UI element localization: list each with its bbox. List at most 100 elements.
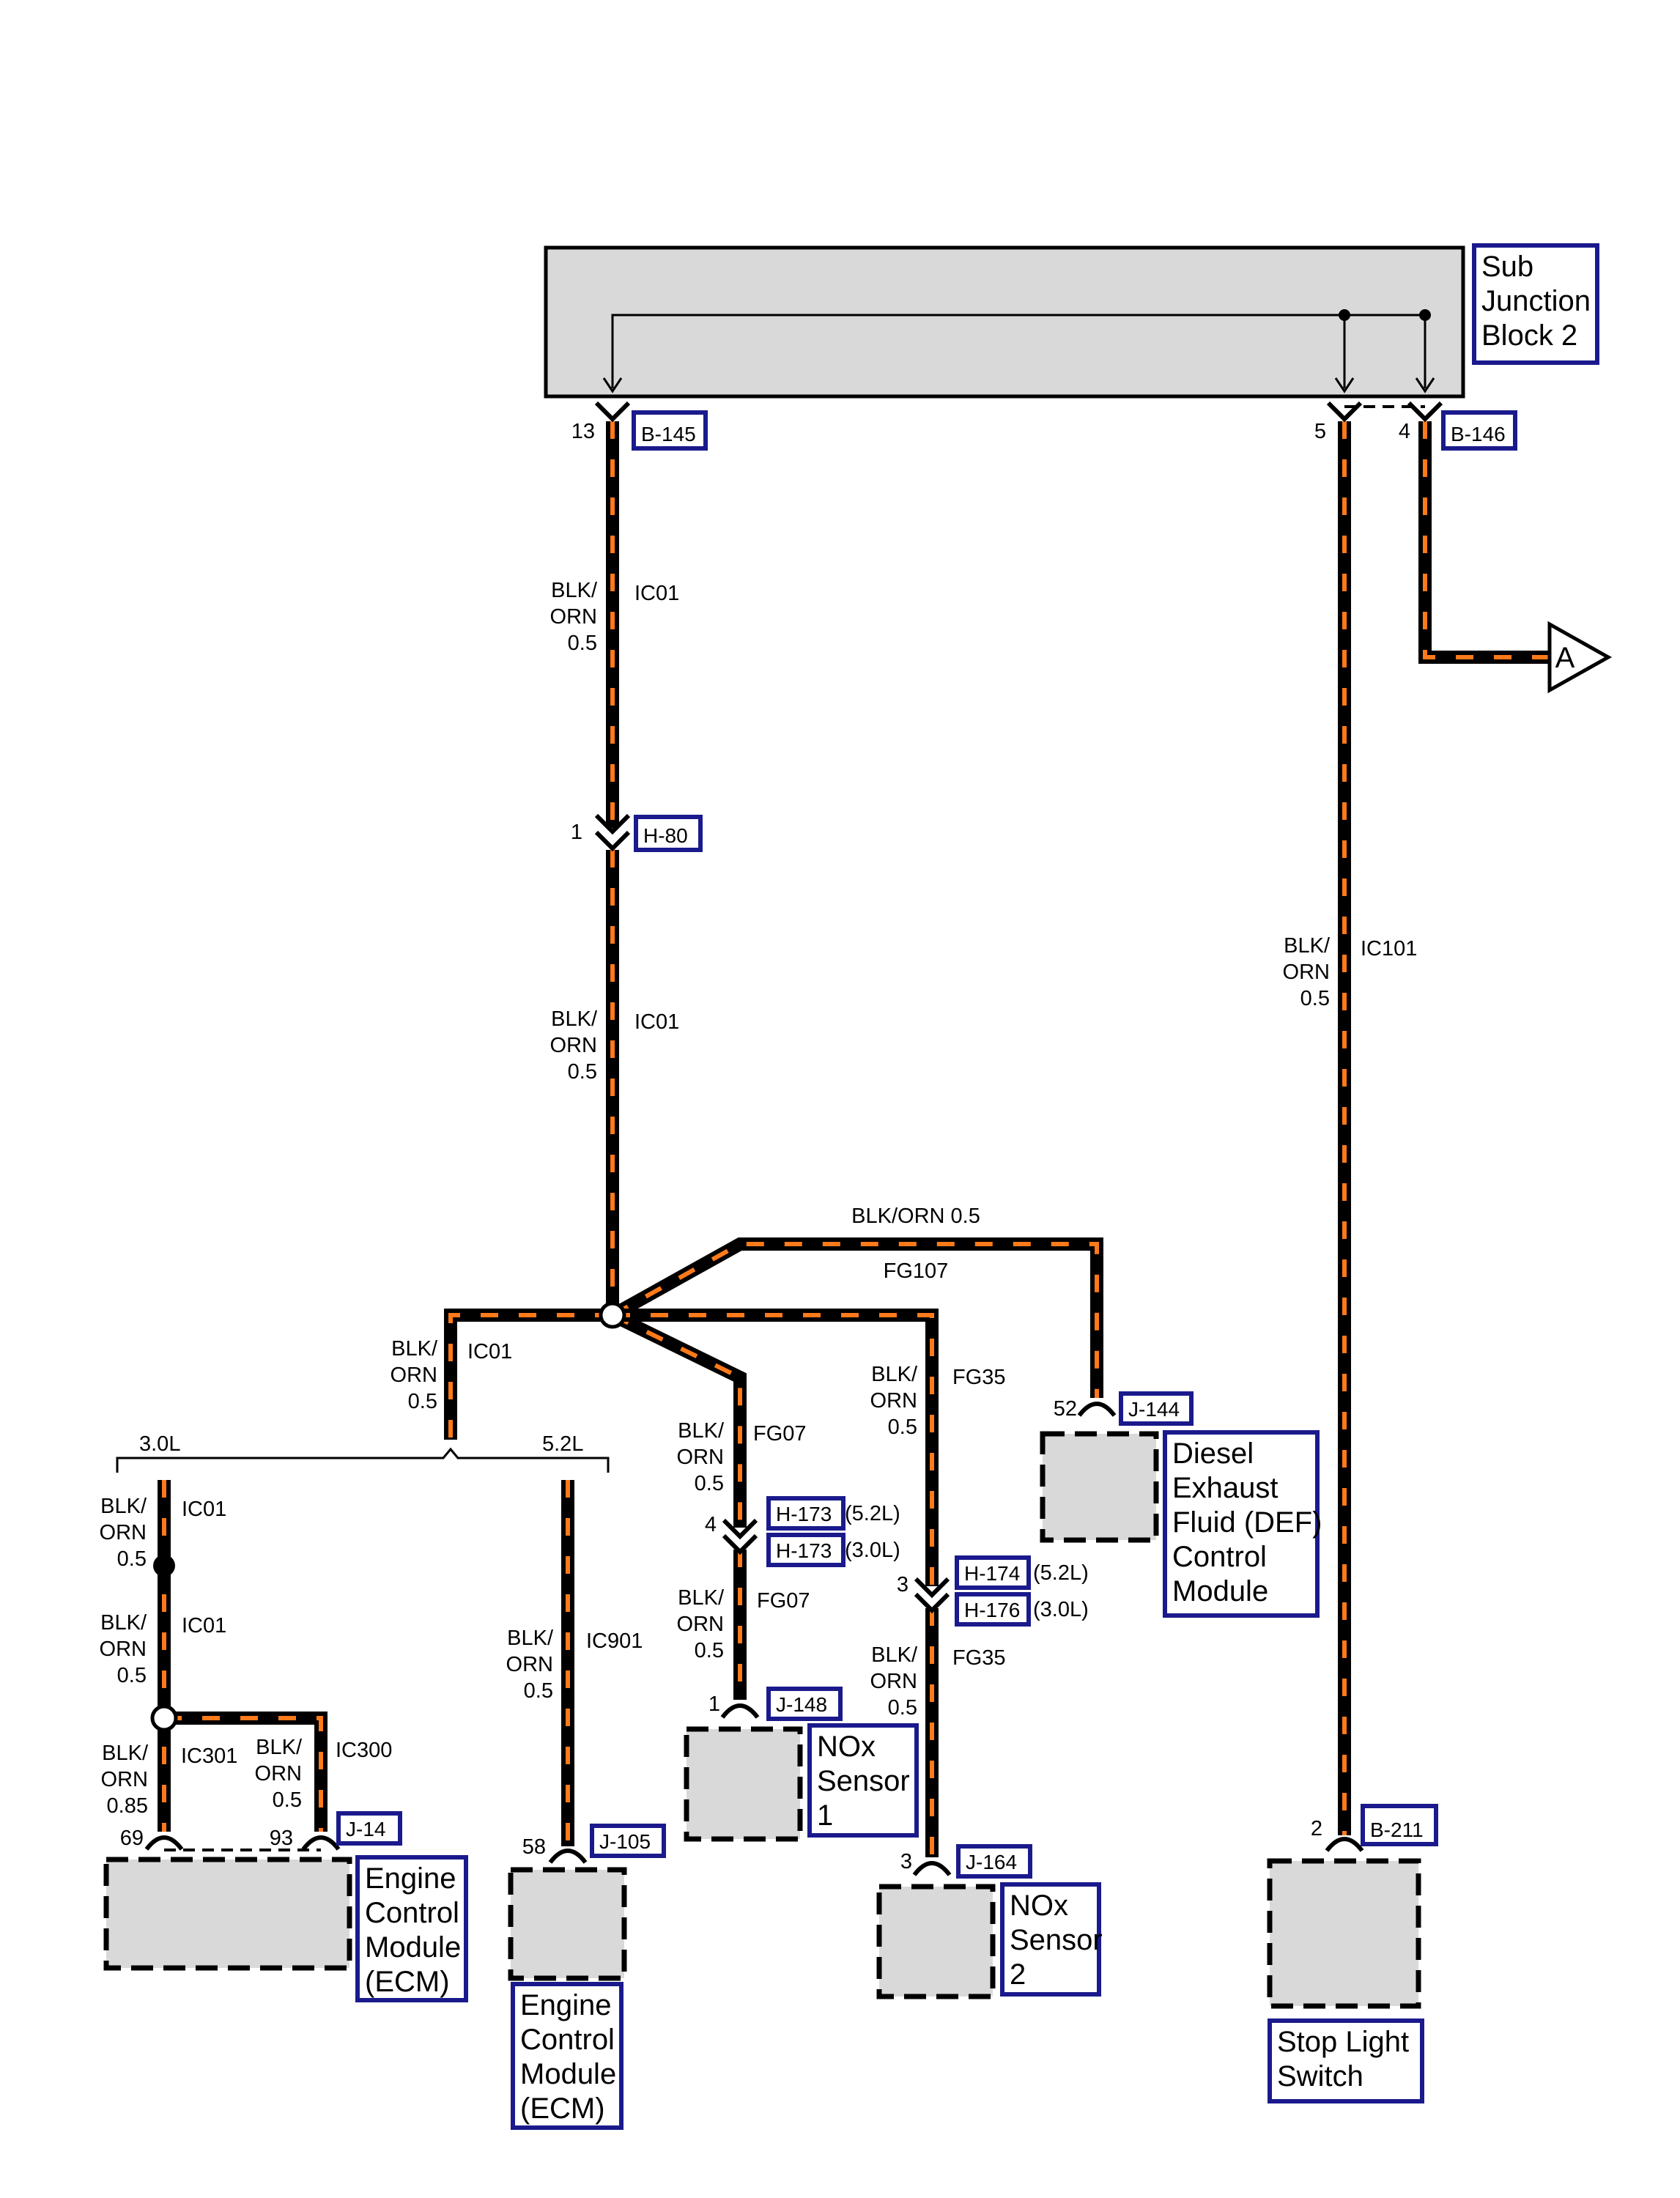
- circuit-label: IC301: [181, 1744, 237, 1768]
- nox-sensor-2-name-box: [1000, 1882, 1101, 1997]
- ecm-name-52l: Engine: [520, 1989, 612, 2021]
- connector-j105-symbol: [548, 1849, 588, 1864]
- connector-h176-label-box: [955, 1592, 1031, 1627]
- nox-sensor-1-name: NOx: [817, 1731, 876, 1763]
- variant-52l-label: 5.2L: [542, 1432, 583, 1456]
- ecm-name-52l: Control: [520, 2024, 615, 2056]
- wire-color-label: BLK/: [507, 1627, 554, 1650]
- connector-b145-label: B-145: [641, 423, 696, 445]
- off-page-connector-a: [1547, 621, 1613, 694]
- stop-light-switch-name-box: [1268, 2018, 1424, 2103]
- connector-h173-label-box: [766, 1533, 845, 1567]
- wire-color-label: ORN: [677, 1613, 724, 1636]
- splice-point: [150, 1704, 178, 1732]
- connector-h174-label-box: [955, 1555, 1031, 1590]
- nox-sensor-1-name: 1: [817, 1799, 833, 1832]
- def-module-name: Module: [1172, 1575, 1268, 1607]
- wire-color-label: ORN: [550, 605, 597, 629]
- wire-fg35-stripe: [613, 1313, 934, 1586]
- connector-h176-symbol: [914, 1592, 950, 1614]
- connector-b146-label: B-146: [1451, 423, 1506, 445]
- variant-label: (3.0L): [1033, 1598, 1089, 1621]
- connector-h80-label: H-80: [643, 824, 688, 847]
- wire-color-label: BLK/: [100, 1495, 147, 1518]
- wire-color-label: ORN: [870, 1389, 917, 1413]
- circuit-label: IC01: [182, 1614, 226, 1638]
- connector-j148-symbol: [720, 1703, 760, 1719]
- connector-j105-label: J-105: [599, 1830, 651, 1853]
- circuit-label: IC901: [586, 1629, 643, 1653]
- connector-h173-symbol: [722, 1533, 758, 1555]
- nox-sensor-2-name: NOx: [1010, 1890, 1068, 1922]
- circuit-label: FG107: [884, 1259, 949, 1283]
- connector-j14-symbol: [301, 1835, 341, 1851]
- connector-j164-label: J-164: [966, 1851, 1017, 1873]
- connector-h173-label: H-173: [776, 1539, 832, 1562]
- wire-color-label: BLK/: [100, 1611, 147, 1635]
- wire-size-label: 0.5: [888, 1416, 917, 1439]
- connector-j14-symbol: [144, 1835, 184, 1851]
- variant-label: (3.0L): [845, 1539, 900, 1562]
- connector-b211-label: B-211: [1370, 1818, 1424, 1841]
- pin-number-p69: 69: [120, 1827, 144, 1850]
- wire-color-label: ORN: [506, 1653, 553, 1676]
- stop-light-switch-name: Switch: [1277, 2060, 1363, 2092]
- pin-number-p2_b211: 2: [1311, 1817, 1322, 1840]
- connector-j105-label-box: [590, 1824, 666, 1858]
- connector-h80-label-box: [634, 815, 703, 852]
- connector-h80-symbol: [594, 830, 631, 852]
- wire-ic01-left: [444, 1309, 613, 1440]
- wire-color-label: ORN: [100, 1521, 147, 1544]
- ecm-name-3l: Control: [365, 1897, 459, 1929]
- wire-color-label: ORN: [870, 1670, 917, 1693]
- connector-b146-symbol: [1407, 401, 1443, 423]
- wire-ic300-stripe: [164, 1716, 323, 1832]
- wire-size-label: 0.5: [695, 1472, 724, 1495]
- ecm-name-52l: Module: [520, 2058, 616, 2090]
- nox-sensor-2-body: [876, 1884, 996, 1999]
- wire-color-label: ORN: [677, 1446, 724, 1469]
- junction-block-name: Sub: [1481, 251, 1533, 283]
- splice-dot: [1339, 309, 1350, 321]
- ecm-name-52l-box: [511, 1982, 623, 2130]
- off-page-label: A: [1555, 642, 1575, 674]
- ecm-name-52l: (ECM): [520, 2092, 605, 2125]
- splice-point: [599, 1301, 626, 1329]
- junction-block-name-box: [1472, 243, 1599, 365]
- wire-color-label: BLK/: [256, 1736, 303, 1759]
- ecm-body-3l: [103, 1857, 352, 1971]
- connector-h174-label: H-174: [964, 1562, 1020, 1585]
- wire-color-label: BLK/: [102, 1742, 149, 1765]
- pin-number-p1_j148: 1: [708, 1692, 720, 1716]
- wire-size-label: 0.5: [408, 1390, 437, 1413]
- connector-j148-label-box: [766, 1687, 843, 1721]
- wire-fg107-stripe: [611, 1242, 1099, 1398]
- def-module-body: [1040, 1431, 1159, 1543]
- connector-j144-label: J-144: [1128, 1398, 1180, 1421]
- splice-dot: [1419, 309, 1431, 321]
- def-module-name-box: [1163, 1430, 1320, 1618]
- ecm-name-3l: Module: [365, 1931, 461, 1964]
- nox-sensor-1-name: Sensor: [817, 1765, 910, 1797]
- wire-size-label: 0.5: [1300, 987, 1330, 1010]
- pin-number-p13: 13: [571, 420, 595, 443]
- pin-number-p93: 93: [270, 1827, 293, 1850]
- variant-bracket: [116, 1447, 610, 1473]
- circuit-label: IC101: [1361, 937, 1417, 961]
- arrow-head: [1334, 377, 1355, 393]
- connector-j144-symbol: [1077, 1402, 1117, 1417]
- pin-number-p5: 5: [1314, 420, 1326, 443]
- circuit-label: FG07: [757, 1589, 810, 1613]
- wire-color-label: BLK/ORN 0.5: [851, 1205, 980, 1228]
- connector-b145-label-box: [632, 410, 708, 451]
- wire-color-label: BLK/: [1284, 934, 1331, 958]
- wire-color-label: BLK/: [871, 1643, 918, 1667]
- stop-light-switch-body: [1267, 1858, 1421, 2009]
- wire-color-label: BLK/: [551, 579, 598, 602]
- circuit-label: FG35: [952, 1646, 1006, 1670]
- circuit-label: IC01: [182, 1498, 226, 1521]
- variant-label: (5.2L): [1033, 1561, 1089, 1585]
- wire-size-label: 0.5: [568, 1060, 597, 1084]
- ecm-name-3l: Engine: [365, 1862, 456, 1895]
- wire-color-label: BLK/: [871, 1363, 918, 1386]
